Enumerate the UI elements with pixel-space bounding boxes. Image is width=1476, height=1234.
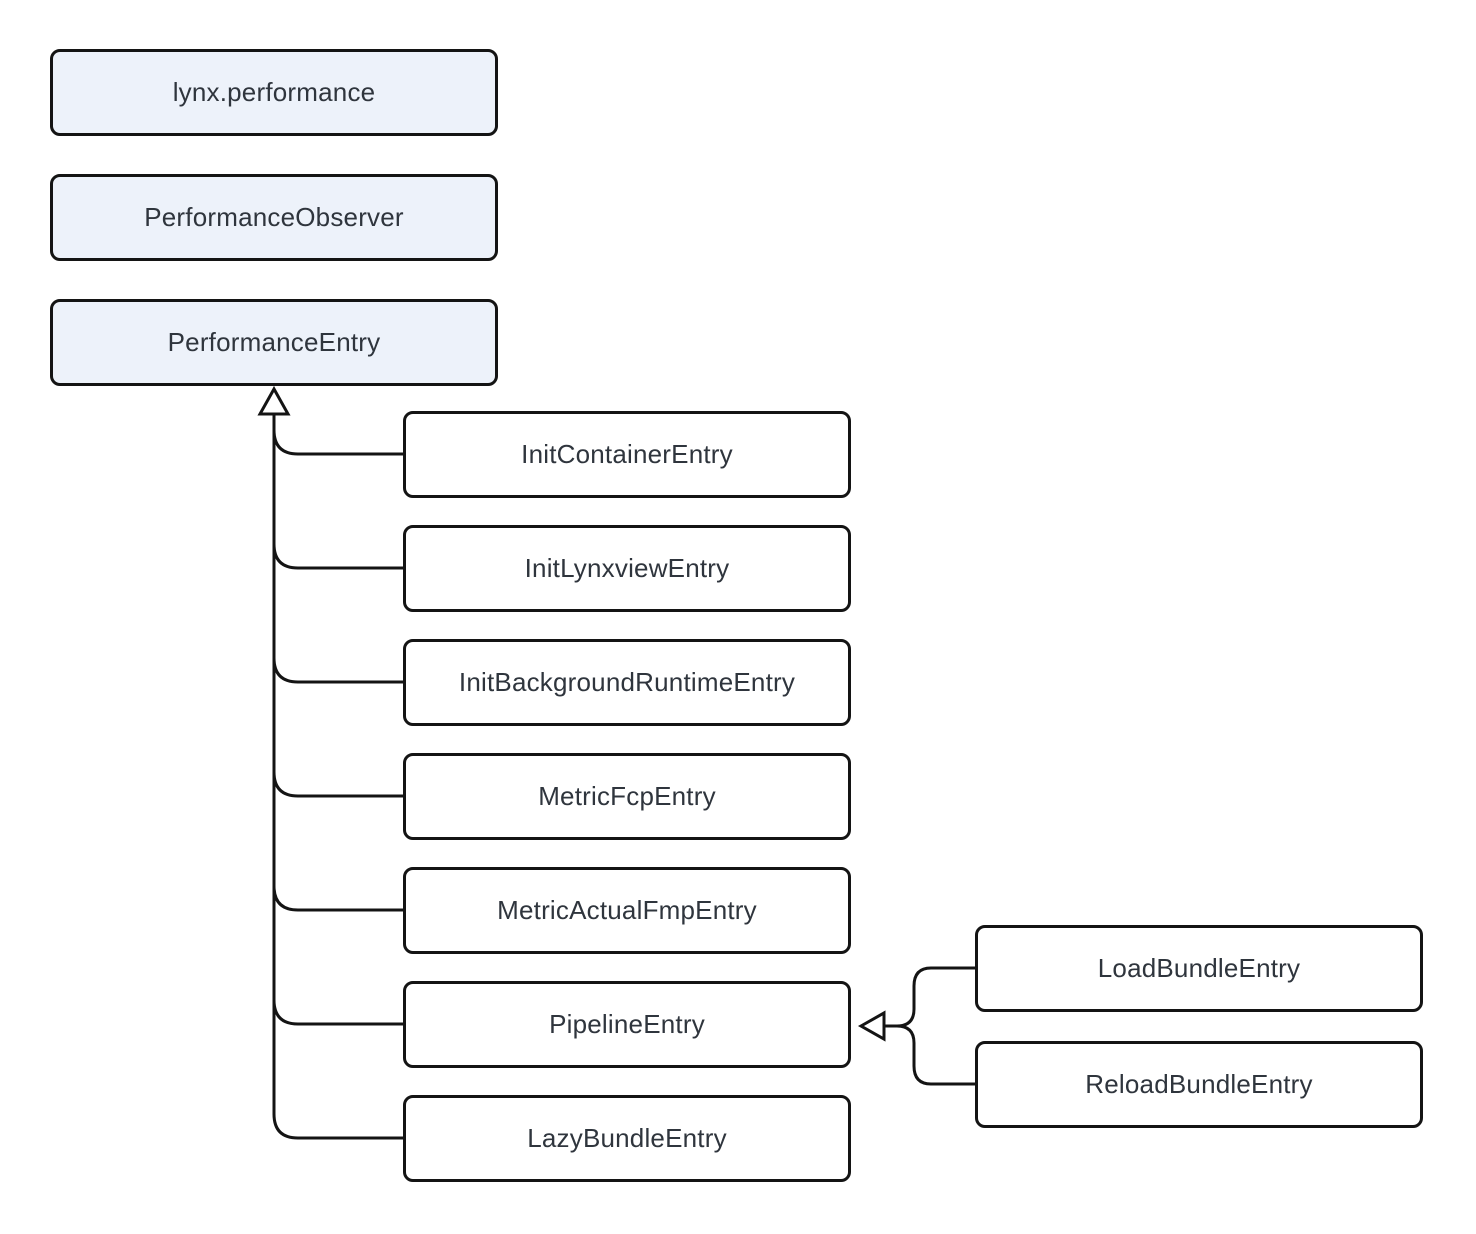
node-init-lynxview-entry: InitLynxviewEntry bbox=[403, 525, 851, 612]
edge-metric-actual-fmp-entry bbox=[272, 885, 403, 912]
node-load-bundle-entry: LoadBundleEntry bbox=[975, 925, 1423, 1012]
edge-metric-fcp-entry bbox=[272, 771, 403, 798]
edge-init-background-runtime-entry bbox=[272, 657, 403, 684]
edge-init-lynxview-entry bbox=[272, 543, 403, 570]
node-lazy-bundle-entry: LazyBundleEntry bbox=[403, 1095, 851, 1182]
inheritance-arrowhead-performance-entry bbox=[257, 385, 291, 416]
node-lynx-performance: lynx.performance bbox=[50, 49, 498, 136]
node-performance-observer: PerformanceObserver bbox=[50, 174, 498, 261]
node-metric-fcp-entry: MetricFcpEntry bbox=[403, 753, 851, 840]
node-init-background-runtime-entry: InitBackgroundRuntimeEntry bbox=[403, 639, 851, 726]
edge-reload-bundle-entry bbox=[896, 1024, 975, 1086]
edge-pipeline-entry bbox=[272, 999, 403, 1026]
edge-load-bundle-entry bbox=[896, 966, 975, 1028]
node-pipeline-entry: PipelineEntry bbox=[403, 981, 851, 1068]
node-init-container-entry: InitContainerEntry bbox=[403, 411, 851, 498]
edge-init-container-entry bbox=[272, 429, 403, 456]
inheritance-arrowhead-pipeline-entry bbox=[857, 1010, 886, 1042]
node-metric-actual-fmp-entry: MetricActualFmpEntry bbox=[403, 867, 851, 954]
node-reload-bundle-entry: ReloadBundleEntry bbox=[975, 1041, 1423, 1128]
node-performance-entry: PerformanceEntry bbox=[50, 299, 498, 386]
edge-trunk-performance-entry bbox=[272, 414, 403, 1140]
